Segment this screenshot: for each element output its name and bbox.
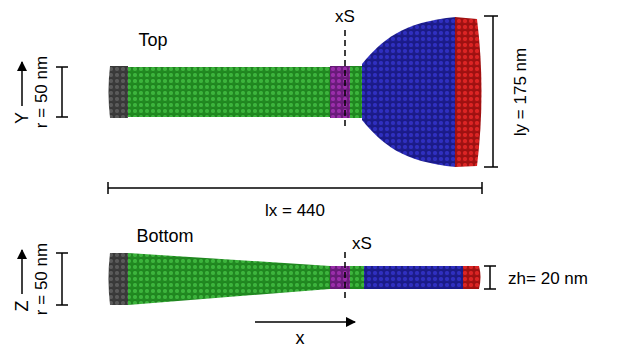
green-segment [350, 266, 364, 289]
dimension-bracket [484, 16, 498, 167]
green-segment [128, 67, 330, 117]
blue-segment [362, 17, 456, 167]
red-segment [455, 17, 482, 167]
purple-segment [330, 266, 350, 289]
axis-label: x [296, 329, 305, 347]
blue-segment [364, 266, 463, 289]
position-label: xS [352, 235, 372, 252]
dimension-bracket [484, 266, 496, 289]
dimension-label: zh= 20 nm [508, 270, 588, 287]
axis-arrow [21, 62, 23, 106]
grey-segment [109, 253, 129, 305]
view-title: Top [138, 31, 167, 49]
dashed-line [344, 252, 346, 302]
green-segment [350, 66, 364, 118]
dimension-label: r = 50 nm [33, 56, 50, 128]
purple-segment [330, 66, 350, 118]
axis-arrow [255, 321, 355, 323]
axis-arrow [21, 250, 23, 294]
green-segment [128, 253, 330, 305]
dimension-bracket [56, 253, 68, 305]
red-segment [463, 266, 481, 289]
dimension-bracket [108, 182, 482, 194]
dimension-label: ly = 175 nm [512, 48, 529, 136]
axis-label: Z [13, 301, 31, 312]
dimension-bracket [56, 67, 68, 117]
axis-label: Y [13, 112, 31, 124]
dimension-label: r = 50 nm [33, 243, 50, 315]
view-title: Bottom [136, 227, 193, 245]
grey-segment [109, 66, 129, 118]
position-label: xS [335, 8, 355, 25]
dashed-line [344, 30, 346, 128]
dimension-label: lx = 440 [265, 202, 325, 219]
